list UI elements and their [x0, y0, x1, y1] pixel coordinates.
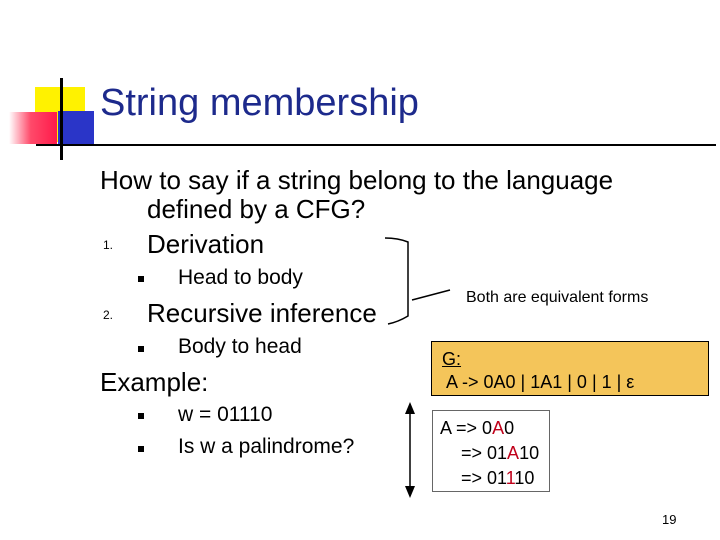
intro-line-2: defined by a CFG?: [147, 194, 366, 224]
example-heading: Example:: [100, 367, 209, 397]
slide-title: String membership: [100, 82, 419, 124]
decor-blue-square: [58, 111, 94, 146]
bullet-square-icon: [138, 446, 144, 452]
bullet-square-icon: [138, 346, 144, 352]
derivation-step-2: => 01A10: [461, 443, 540, 463]
list-number-1: 1.: [103, 238, 114, 252]
decor-red-bar: [9, 112, 57, 144]
arrow-head-down-icon: [405, 486, 415, 498]
connector-line: [411, 289, 451, 301]
arrow-head-up-icon: [405, 402, 415, 414]
grammar-box: G: A -> 0A0 | 1A1 | 0 | 1 | ε: [431, 341, 709, 396]
grammar-label: G:: [442, 349, 462, 369]
bracket-icon: [384, 237, 409, 325]
derivation-step-1: A => 0A0: [440, 418, 515, 438]
grammar-rule: A -> 0A0 | 1A1 | 0 | 1 | ε: [446, 372, 635, 392]
list-item-recursive-inference: Recursive inference: [147, 298, 377, 328]
sub-item-body-to-head: Body to head: [178, 335, 302, 358]
equivalence-note: Both are equivalent forms: [466, 289, 649, 306]
derivation-step-3: => 01110: [461, 468, 535, 488]
example-item-palindrome: Is w a palindrome?: [178, 435, 355, 458]
page-number: 19: [662, 512, 677, 527]
intro-line-1: How to say if a string belong to the lan…: [100, 165, 614, 195]
derivation-box: A => 0A0 => 01A10 => 01110: [432, 410, 550, 492]
bullet-square-icon: [138, 276, 144, 282]
title-underline: [36, 144, 716, 146]
bullet-square-icon: [138, 413, 144, 419]
sub-item-head-to-body: Head to body: [178, 266, 303, 289]
decor-vertical-line: [60, 78, 63, 160]
list-number-2: 2.: [103, 308, 114, 322]
list-item-derivation: Derivation: [147, 229, 265, 259]
example-item-w: w = 01110: [178, 403, 273, 426]
